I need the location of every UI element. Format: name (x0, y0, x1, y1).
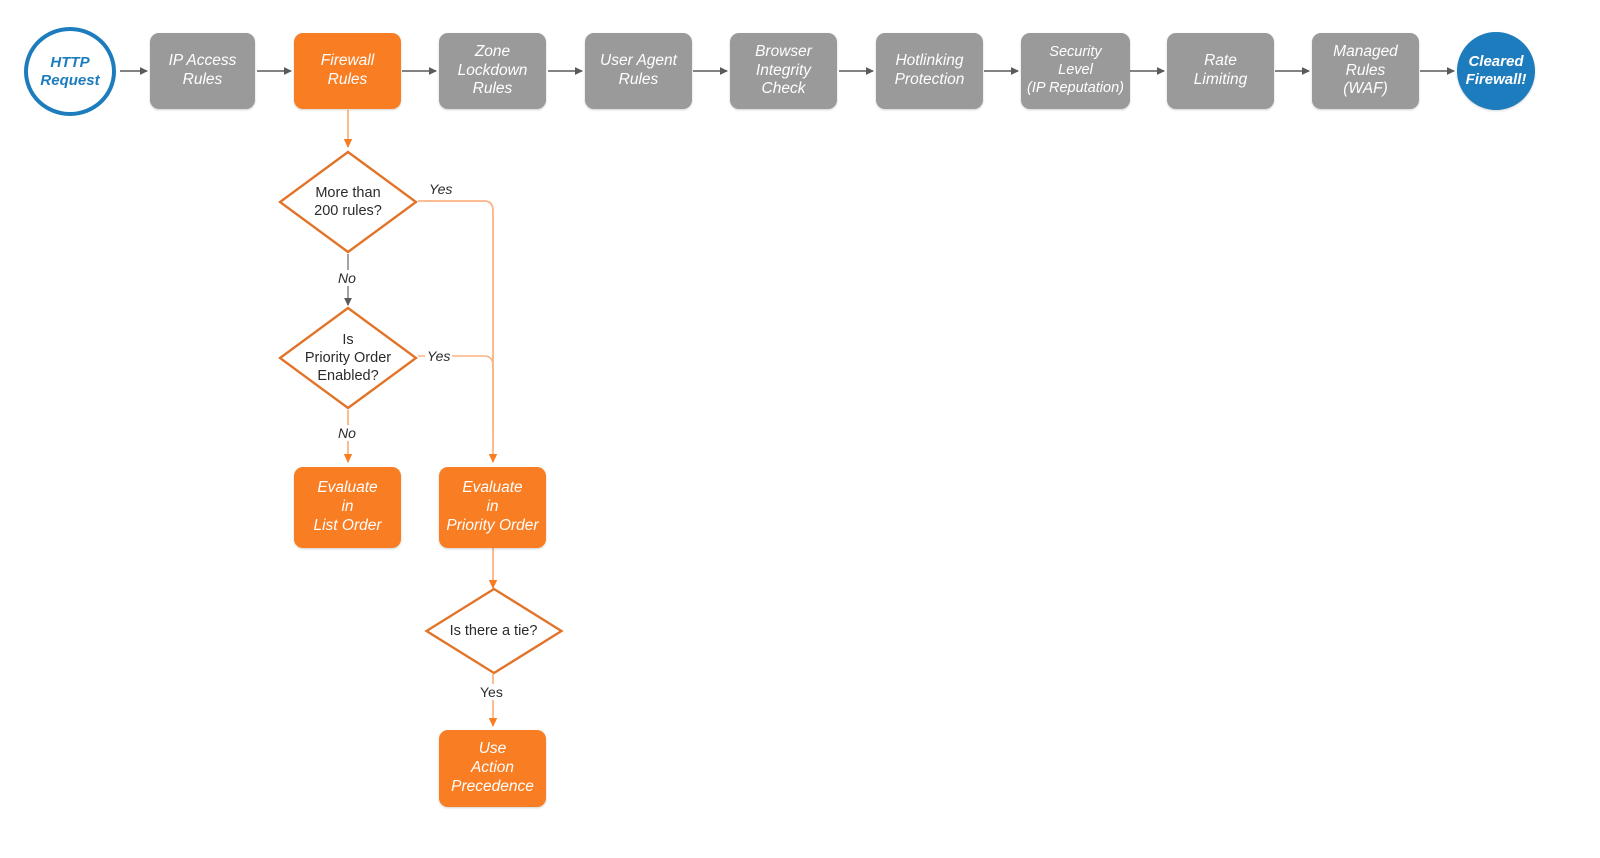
pipeline-step-browser-integrity-check[interactable]: Browser Integrity Check (730, 33, 837, 109)
outcome-evaluate-in-list-order[interactable]: Evaluate in List Order (294, 467, 401, 548)
diamond-shape-icon (278, 306, 418, 410)
pipeline-step-label: User Agent Rules (600, 52, 677, 88)
decision-label: Is Priority Order Enabled? (304, 331, 392, 385)
pipeline-step-label: Security Level (IP Reputation) (1027, 44, 1124, 96)
pipeline-step-label: IP Access Rules (168, 52, 237, 88)
decision-more-than-200-rules[interactable]: More than 200 rules? (278, 150, 418, 254)
edge-label-more-than-200-yes: Yes (427, 181, 455, 197)
decision-label: Is there a tie? (449, 622, 538, 639)
pipeline-step-user-agent-rules[interactable]: User Agent Rules (585, 33, 692, 109)
pipeline-step-label: Zone Lockdown Rules (457, 42, 528, 98)
pipeline-step-label: Browser Integrity Check (755, 42, 812, 98)
edge-label-priority-order-yes: Yes (425, 348, 453, 364)
pipeline-step-firewall-rules[interactable]: Firewall Rules (294, 33, 401, 109)
pipeline-step-label: Managed Rules (WAF) (1333, 42, 1398, 98)
pipeline-step-zone-lockdown-rules[interactable]: Zone Lockdown Rules (439, 33, 546, 109)
decision-is-there-a-tie[interactable]: Is there a tie? (424, 587, 563, 675)
outcome-label: Evaluate in List Order (313, 479, 382, 534)
end-node-cleared-firewall[interactable]: Cleared Firewall! (1457, 32, 1535, 110)
end-node-label: Cleared Firewall! (1465, 53, 1527, 88)
outcome-label: Use Action Precedence (451, 740, 534, 795)
pipeline-step-label: Hotlinking Protection (894, 52, 965, 88)
pipeline-step-hotlinking-protection[interactable]: Hotlinking Protection (876, 33, 983, 109)
edge-label-more-than-200-no: No (336, 270, 358, 286)
edge-label-tie-yes: Yes (478, 684, 505, 700)
pipeline-step-security-level[interactable]: Security Level (IP Reputation) (1021, 33, 1130, 109)
edge-decision2-yes (418, 355, 494, 430)
diamond-shape-icon (424, 587, 563, 675)
diamond-shape-icon (278, 150, 418, 254)
outcome-label: Evaluate in Priority Order (446, 479, 539, 534)
pipeline-step-managed-rules-waf[interactable]: Managed Rules (WAF) (1312, 33, 1419, 109)
pipeline-step-label: Rate Limiting (1193, 52, 1248, 88)
start-node-http-request[interactable]: HTTP Request (24, 27, 116, 116)
pipeline-step-rate-limiting[interactable]: Rate Limiting (1167, 33, 1274, 109)
start-node-label: HTTP Request (40, 53, 100, 89)
decision-is-priority-order-enabled[interactable]: Is Priority Order Enabled? (278, 306, 418, 410)
outcome-use-action-precedence[interactable]: Use Action Precedence (439, 730, 546, 807)
pipeline-step-ip-access-rules[interactable]: IP Access Rules (150, 33, 255, 109)
decision-label: More than 200 rules? (314, 184, 382, 219)
edge-label-priority-order-no: No (336, 425, 358, 441)
outcome-evaluate-in-priority-order[interactable]: Evaluate in Priority Order (439, 467, 546, 548)
edge-decision1-yes (418, 200, 498, 463)
pipeline-step-label: Firewall Rules (320, 52, 375, 88)
